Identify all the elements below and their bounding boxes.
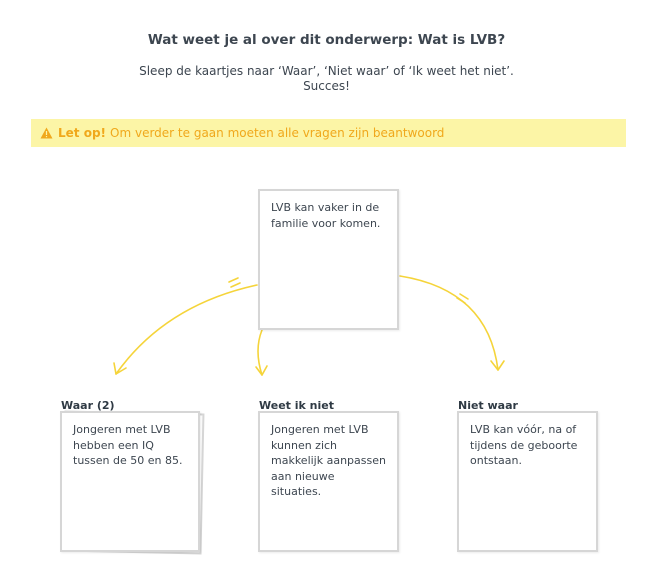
warning-triangle-icon <box>40 127 53 139</box>
card-text: LVB kan vaker in de familie voor komen. <box>271 201 381 230</box>
instructions: Sleep de kaartjes naar ‘Waar’, ‘Niet waa… <box>0 64 653 94</box>
card-text: Jongeren met LVB kunnen zich makkelijk a… <box>271 423 386 498</box>
card-text: LVB kan vóór, na of tijdens de geboorte … <box>470 423 578 467</box>
drop-zone-niet-waar[interactable]: LVB kan vóór, na of tijdens de geboorte … <box>457 411 598 552</box>
instruction-line: Succes! <box>303 79 350 93</box>
drop-zone-weet-ik-niet[interactable]: Jongeren met LVB kunnen zich makkelijk a… <box>258 411 399 552</box>
column-label-waar: Waar (2) <box>61 399 115 412</box>
alert-strong-text: Let op! <box>58 126 107 140</box>
arrow-to-niet-waar <box>399 275 499 371</box>
arrow-to-waar <box>115 284 258 375</box>
column-label-niet-waar: Niet waar <box>458 399 518 412</box>
warning-alert: Let op! Om verder te gaan moeten alle vr… <box>31 119 626 147</box>
instruction-line: Sleep de kaartjes naar ‘Waar’, ‘Niet waa… <box>139 64 514 78</box>
drop-zone-waar[interactable]: Jongeren met LVB hebben een IQ tussen de… <box>60 411 200 552</box>
page-title: Wat weet je al over dit onderwerp: Wat i… <box>147 32 506 48</box>
card-text: Jongeren met LVB hebben een IQ tussen de… <box>73 423 183 467</box>
alert-message: Om verder te gaan moeten alle vragen zij… <box>110 126 445 140</box>
arrow-to-weet-ik-niet <box>257 329 263 376</box>
draggable-card[interactable]: LVB kan vaker in de familie voor komen. <box>258 189 399 330</box>
column-label-weet-ik-niet: Weet ik niet <box>259 399 334 412</box>
